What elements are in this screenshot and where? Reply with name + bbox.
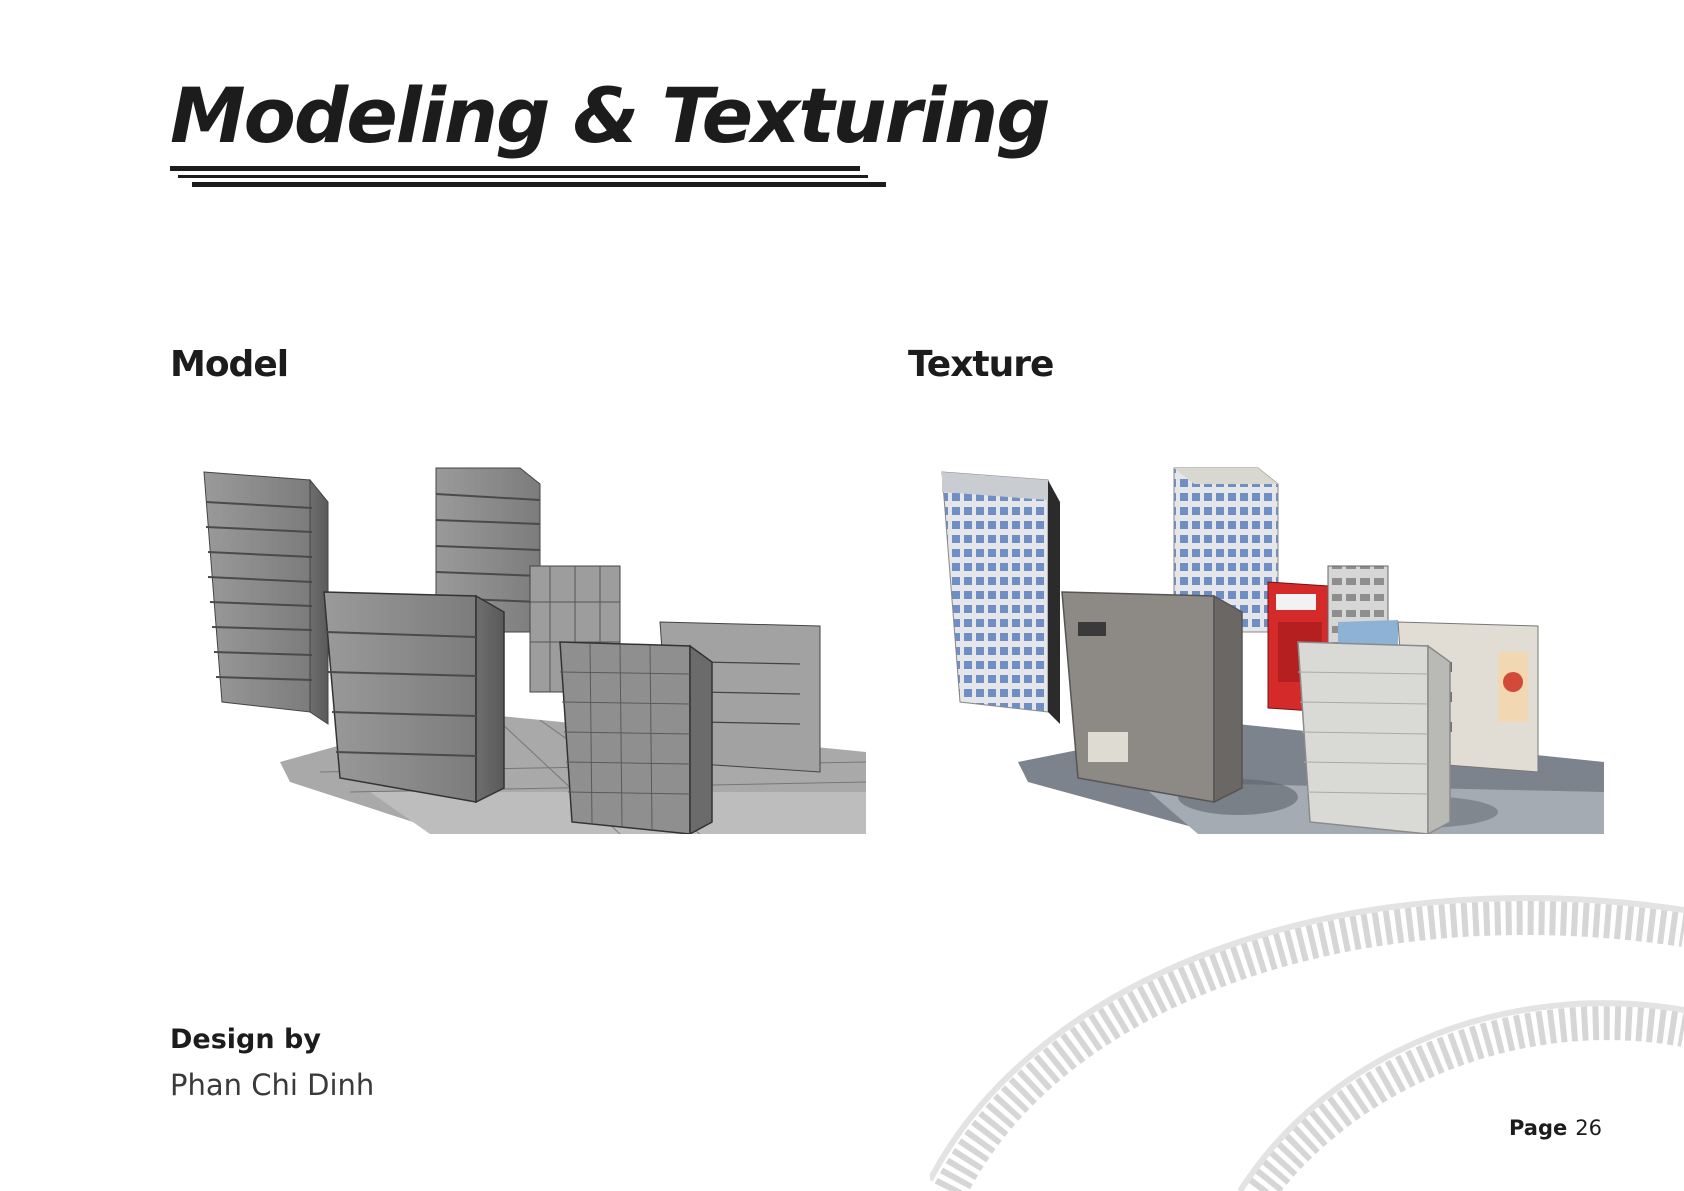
- page-title: Modeling & Texturing: [170, 71, 1051, 160]
- page-number: Page 26: [1509, 1116, 1602, 1140]
- tire-track-icon: [930, 895, 1684, 1191]
- model-label: Model: [170, 344, 289, 385]
- title-underline: [170, 166, 886, 187]
- model-render-image: [203, 467, 866, 834]
- designer-name: Phan Chi Dinh: [170, 1068, 375, 1102]
- texture-render-image: [941, 467, 1604, 834]
- credit-label: Design by: [170, 1024, 321, 1055]
- page-number-label: Page: [1508, 1116, 1568, 1140]
- page-number-value: 26: [1575, 1116, 1602, 1140]
- texture-label: Texture: [908, 344, 1054, 385]
